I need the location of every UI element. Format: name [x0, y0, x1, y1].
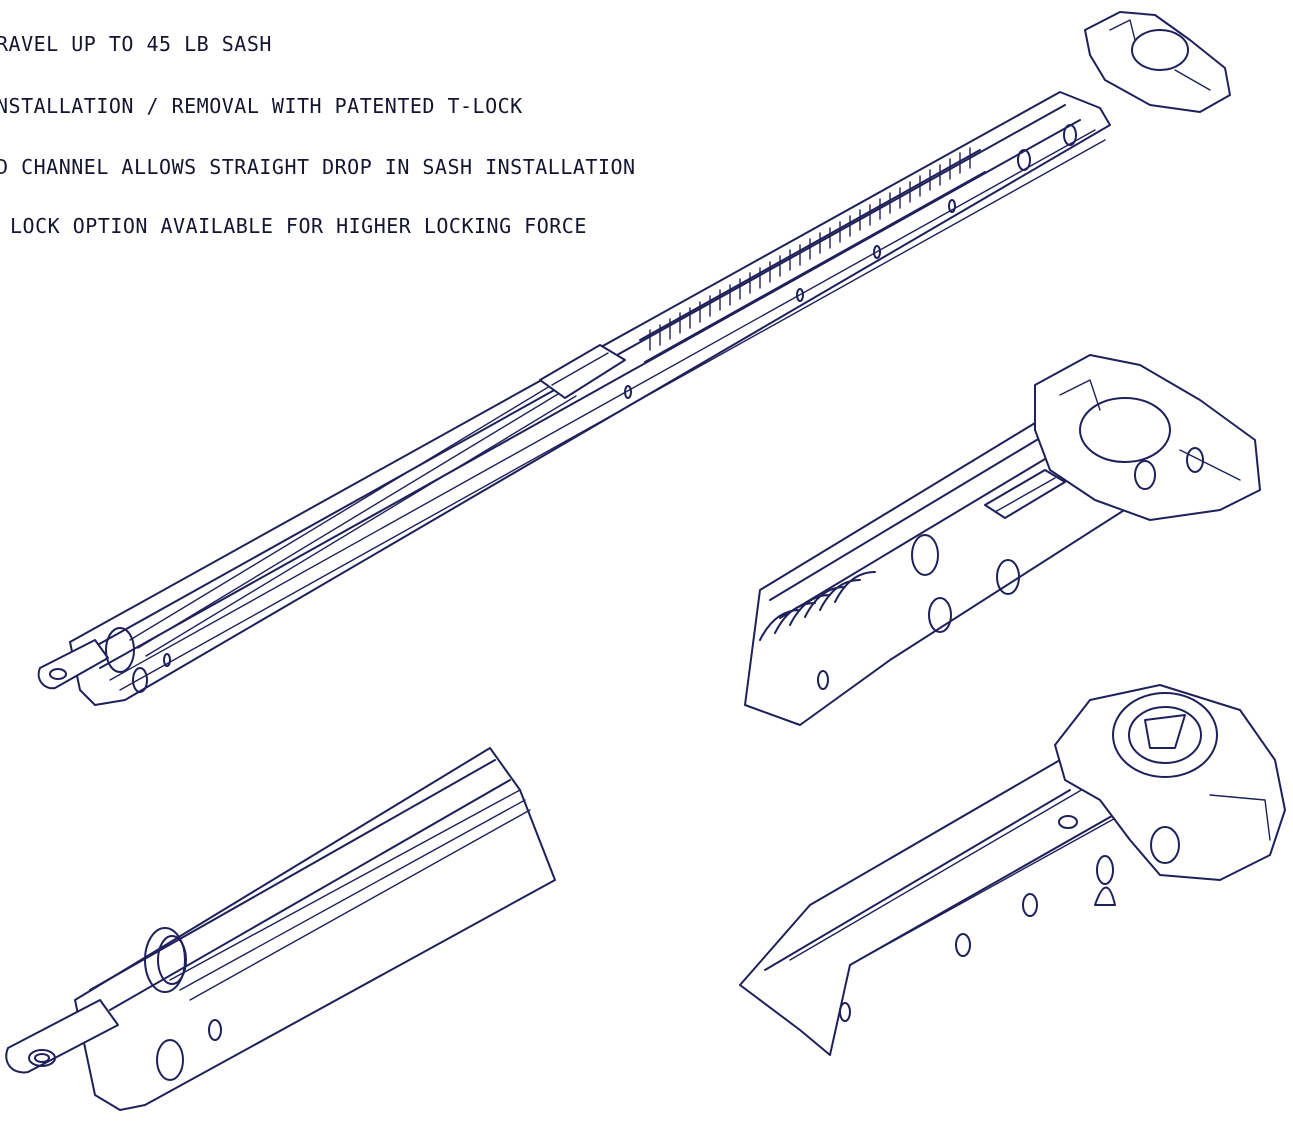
feature-item-installation: NSTALLATION / REMOVAL WITH PATENTED T-LO… [0, 94, 523, 118]
spring-coils [639, 147, 986, 363]
top-head [1084, 11, 1231, 113]
bottom-pulley-detail [5, 747, 556, 1111]
feature-item-channel: D CHANNEL ALLOWS STRAIGHT DROP IN SASH I… [0, 155, 636, 179]
feature-item-travel: RAVEL UP TO 45 LB SASH [0, 32, 272, 56]
feature-item-lock-option: LOCK OPTION AVAILABLE FOR HIGHER LOCKING… [10, 214, 587, 238]
t-lock-head-detail [739, 684, 1286, 1056]
top-head-detail [744, 354, 1261, 726]
full-balance-view [37, 11, 1231, 706]
